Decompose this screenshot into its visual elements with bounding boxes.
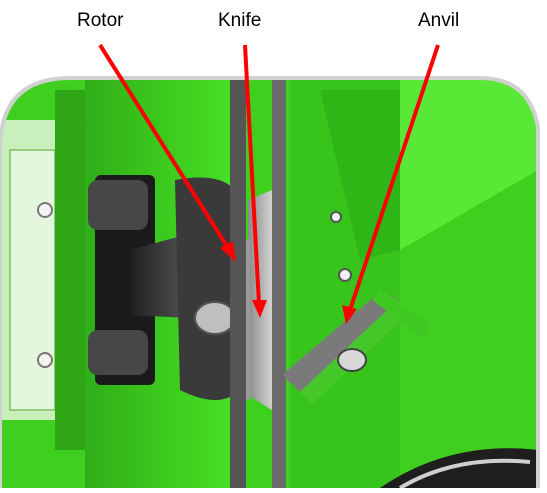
machine-view (0, 78, 538, 488)
rotor-label: Rotor (77, 10, 124, 31)
bolt-head (338, 268, 352, 282)
bolt-head (330, 211, 342, 223)
anvil-bracket (372, 288, 430, 340)
knife-shaft (272, 80, 286, 488)
viewport-frame (0, 76, 540, 488)
knife-label: Knife (218, 10, 262, 31)
wheel-rim (398, 458, 531, 488)
anvil-bolt (337, 348, 367, 372)
rotor-shaft (230, 80, 246, 488)
side-panel-inset (9, 149, 56, 411)
anvil-label: Anvil (418, 10, 460, 31)
arrow-knife (243, 44, 267, 318)
arrow-anvil (342, 44, 440, 324)
arrow-pointer (220, 241, 236, 262)
bolt-head (37, 352, 53, 368)
anvil-plate (282, 290, 398, 392)
arrow-pointer (342, 305, 357, 324)
bearing-nut (88, 330, 148, 375)
rotor-body (175, 177, 240, 400)
bolt-head (37, 202, 53, 218)
arrow-rotor (98, 43, 236, 262)
arrow-pointer (252, 300, 267, 318)
left-frame-rail (55, 90, 85, 450)
rotor-bolt (194, 301, 236, 335)
bearing-nut (88, 180, 148, 230)
chute-top (400, 80, 538, 250)
